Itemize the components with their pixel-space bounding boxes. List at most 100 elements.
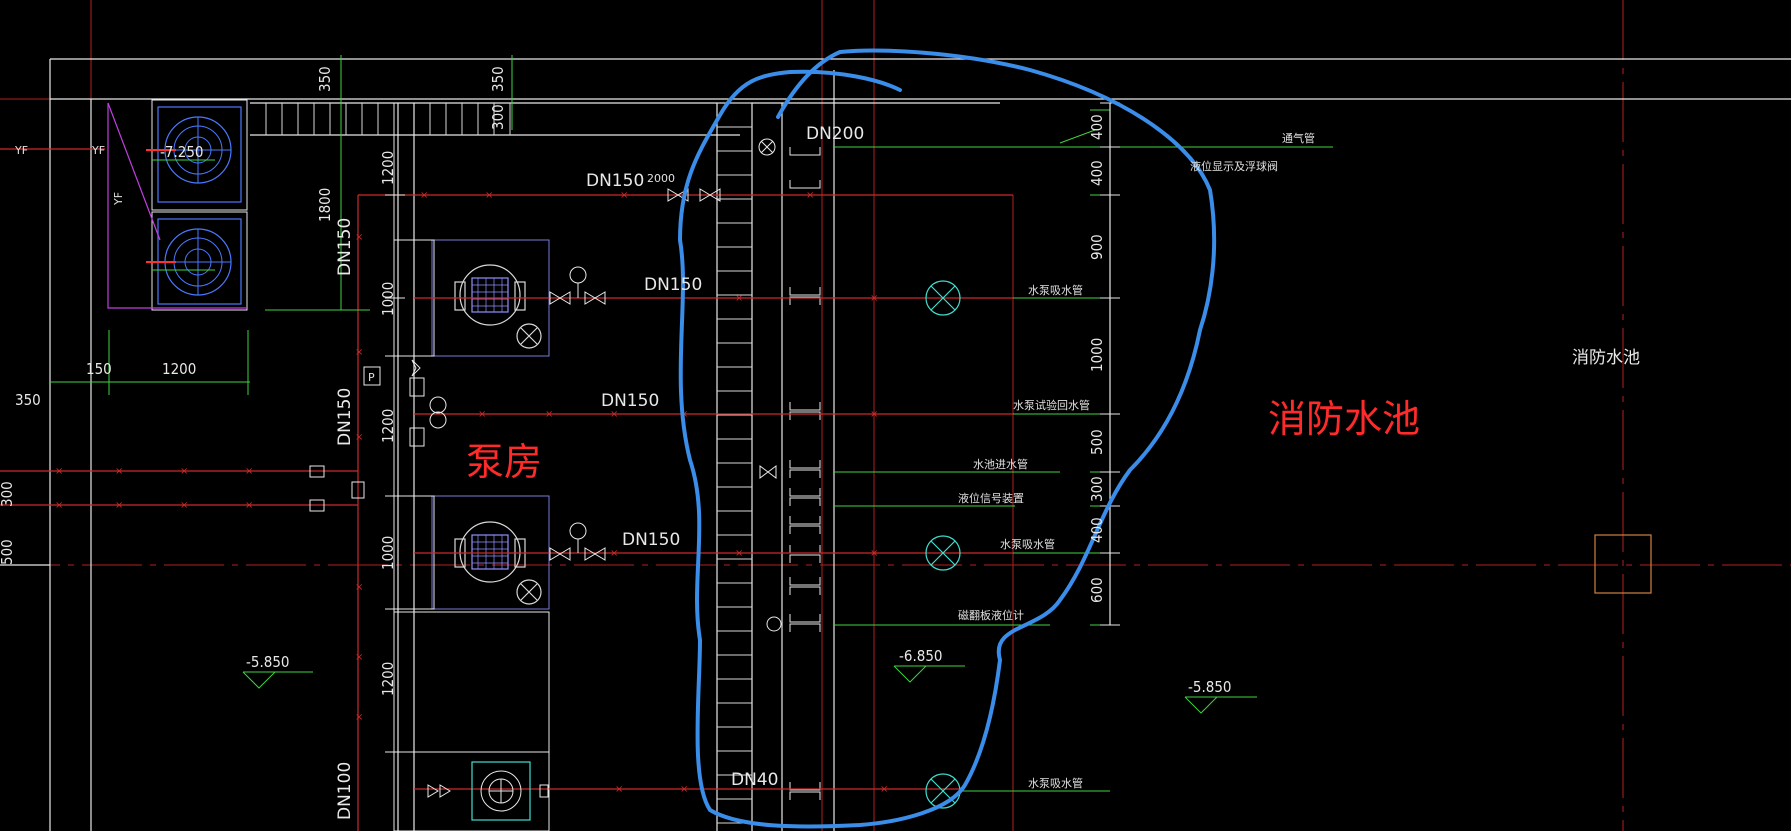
pump-2 — [454, 521, 542, 605]
dim-left-1000a: 1000 — [379, 282, 397, 316]
svg-text:×: × — [620, 190, 628, 201]
svg-text:×: × — [880, 784, 888, 795]
column — [1594, 534, 1652, 594]
pipe-sleeves — [789, 147, 821, 800]
dim-2000: 2000 — [647, 172, 675, 185]
pool-fittings — [925, 280, 961, 809]
level-device-label: 液位显示及浮球阀 — [1190, 159, 1278, 173]
suction-pipe-label-mid: 水泵吸水管 — [1000, 537, 1055, 551]
dim-right-500: 500 — [1088, 429, 1106, 455]
return-pipe-label: 水泵试验回水管 — [1013, 398, 1090, 412]
svg-text:×: × — [355, 347, 363, 358]
green-leaders — [50, 55, 1333, 792]
suction-pipe-label-top: 水泵吸水管 — [1028, 283, 1083, 297]
blue-annotation-outline — [678, 48, 1217, 829]
dim-left-1200b: 1200 — [379, 409, 397, 443]
vent-pipe-label: 通气管 — [1282, 131, 1315, 145]
svg-text:×: × — [355, 652, 363, 663]
dim-edge-300: 300 — [0, 481, 16, 507]
pipe-dn150-a: DN150 — [644, 275, 702, 295]
pipe-dn150-vertical-2: DN150 — [335, 388, 355, 446]
svg-text:×: × — [870, 548, 878, 559]
top-hatch — [265, 103, 511, 135]
svg-text:×: × — [870, 293, 878, 304]
svg-text:×: × — [735, 548, 743, 559]
svg-text:×: × — [420, 190, 428, 201]
elevation-6850: -6.850 — [899, 647, 943, 665]
dim-bottom-150: 150 — [86, 360, 112, 378]
elevation-5850-right: -5.850 — [1188, 678, 1232, 696]
dim-right-400a: 400 — [1088, 114, 1106, 140]
pipe-dn150-b: DN150 — [601, 391, 659, 411]
svg-text:×: × — [115, 466, 123, 477]
inlet-pipe-label: 水池进水管 — [973, 457, 1028, 471]
dim-left-1000b: 1000 — [379, 536, 397, 570]
level-gauge-label: 磁翻板液位计 — [958, 608, 1024, 622]
pipe-x-marks: ×××× ×× ××××× ××× ×××× ×××× ×××××× ××× — [55, 190, 888, 795]
dim-top-300: 300 — [489, 104, 507, 130]
pump-bases — [431, 239, 550, 610]
pump-room-label: 泵房 — [466, 440, 542, 484]
pressure-gauge-box — [363, 366, 381, 386]
dim-right-400b: 400 — [1088, 160, 1106, 186]
elevation-markers — [242, 665, 1257, 714]
yf-label-3: YF — [112, 192, 125, 206]
pipe-dn200: DN200 — [806, 124, 864, 144]
svg-text:×: × — [615, 784, 623, 795]
drainage-pit — [471, 761, 531, 821]
dim-edge-500: 500 — [0, 539, 16, 565]
dim-top-350b: 350 — [489, 66, 507, 92]
svg-text:×: × — [115, 500, 123, 511]
dim-right-600: 600 — [1088, 577, 1106, 603]
pipe-dn150-c: DN150 — [622, 530, 680, 550]
svg-text:×: × — [870, 409, 878, 420]
svg-text:×: × — [55, 466, 63, 477]
svg-text:×: × — [355, 582, 363, 593]
svg-text:×: × — [610, 548, 618, 559]
left-dimension-chain — [385, 103, 405, 831]
svg-text:×: × — [485, 190, 493, 201]
yf-label-1: YF — [14, 144, 28, 157]
pump-1 — [454, 264, 542, 349]
fire-pool-small-label: 消防水池 — [1572, 348, 1640, 368]
svg-text:×: × — [180, 500, 188, 511]
svg-text:×: × — [806, 190, 814, 201]
fan-units — [107, 99, 248, 311]
svg-text:×: × — [610, 409, 618, 420]
dim-right-400c: 400 — [1088, 517, 1106, 543]
svg-text:×: × — [680, 784, 688, 795]
svg-text:×: × — [355, 432, 363, 443]
svg-text:×: × — [55, 500, 63, 511]
svg-text:×: × — [245, 466, 253, 477]
svg-text:×: × — [545, 409, 553, 420]
svg-text:×: × — [180, 466, 188, 477]
pressure-gauge-label: P — [368, 371, 375, 384]
dim-left-1800: 1800 — [316, 188, 334, 222]
pipe-dn100-vertical: DN100 — [335, 762, 355, 820]
pipe-dn40: DN40 — [731, 770, 778, 790]
dim-left-1200a: 1200 — [379, 151, 397, 185]
svg-text:×: × — [478, 409, 486, 420]
pipe-dn150-vertical-1: DN150 — [335, 218, 355, 276]
yf-label-2: YF — [91, 144, 105, 157]
valves — [309, 138, 782, 798]
fire-pool-label: 消防水池 — [1268, 397, 1420, 441]
svg-text:×: × — [245, 500, 253, 511]
elevation-7250: -7.250 — [160, 143, 204, 161]
dim-left-1200c: 1200 — [379, 662, 397, 696]
svg-text:×: × — [355, 712, 363, 723]
dim-right-300: 300 — [1088, 476, 1106, 502]
dim-top-350a: 350 — [316, 66, 334, 92]
suction-pipe-label-bot: 水泵吸水管 — [1028, 776, 1083, 790]
pipe-dn150-top: DN150 — [586, 171, 644, 191]
dim-left-350: 350 — [15, 391, 41, 409]
dim-right-1000: 1000 — [1088, 338, 1106, 372]
walls — [0, 58, 1791, 831]
dim-bottom-1200: 1200 — [162, 360, 196, 378]
level-signal-label: 液位信号装置 — [958, 491, 1024, 505]
svg-text:×: × — [735, 293, 743, 304]
dim-right-900: 900 — [1088, 234, 1106, 260]
elevation-5850-left: -5.850 — [246, 653, 290, 671]
svg-text:×: × — [355, 232, 363, 243]
